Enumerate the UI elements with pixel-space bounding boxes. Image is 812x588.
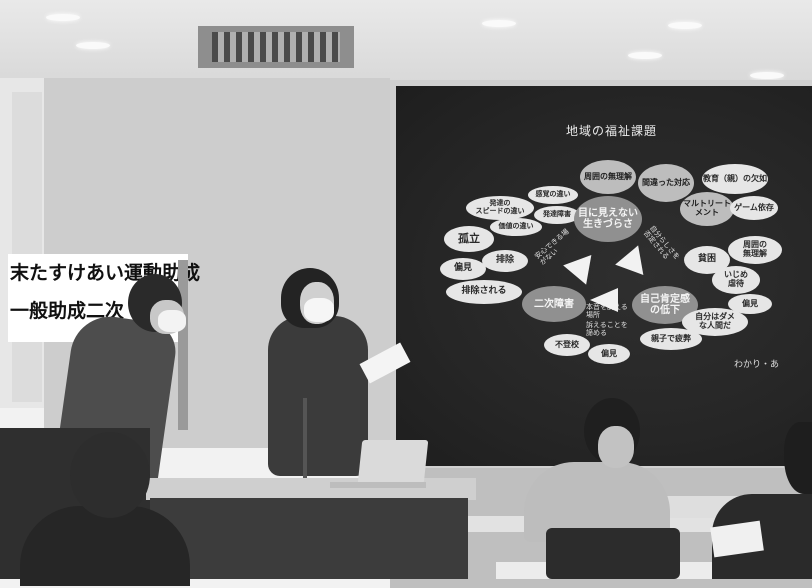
ceiling-light xyxy=(750,72,784,79)
slide-credit: わかり・あ xyxy=(734,360,780,370)
face-mask xyxy=(304,298,334,322)
bubble-school-refusal: 不登校 xyxy=(544,334,590,356)
bubble-isolation: 孤立 xyxy=(444,226,494,252)
label-give-up-voicing: 訴えることを 諦める xyxy=(586,321,628,337)
ceiling-light xyxy=(628,52,662,59)
bubble-prejudice: 偏見 xyxy=(440,258,486,280)
chair xyxy=(546,528,680,579)
bubble-parent-child-exhaustion: 親子で疲弊 xyxy=(640,328,702,350)
ceiling-light xyxy=(76,42,110,49)
bubble-invisible-hardship: 目に見えない 生きづらさ xyxy=(574,196,642,242)
bubble-prejudice-2: 偏見 xyxy=(728,294,772,314)
bubble-exclusion: 排除 xyxy=(482,250,528,272)
face-mask xyxy=(158,310,186,332)
banner-line-2: 一般助成二次 xyxy=(10,300,125,322)
ceiling-light xyxy=(482,20,516,27)
bubble-game-dependence: ゲーム依存 xyxy=(730,196,778,220)
ceiling xyxy=(0,0,812,80)
bubble-wrong-response: 間違った対応 xyxy=(638,164,694,202)
bubble-surrounding-misunderstanding: 周囲の無理解 xyxy=(580,160,636,194)
banner-stand xyxy=(178,260,188,430)
slide-title: 地域の福祉課題 xyxy=(566,124,658,138)
bubble-sensory-difference: 感覚の違い xyxy=(528,186,578,204)
bubble-value-difference: 価値の違い xyxy=(490,218,542,236)
bubble-developmental-disorder: 発達障害 xyxy=(534,206,580,224)
presenter-woman-body xyxy=(268,316,368,476)
audience-member-1-body xyxy=(20,506,190,586)
audience-member-2-face xyxy=(598,426,634,468)
ceiling-light xyxy=(668,22,702,29)
bubble-lack-of-education: 教育（親）の欠如 xyxy=(702,164,768,194)
pillar xyxy=(12,92,42,402)
microphone-stand xyxy=(303,398,307,482)
air-vent xyxy=(198,26,354,68)
bubble-prejudice-3: 偏見 xyxy=(588,344,630,364)
laptop-screen xyxy=(357,440,429,484)
bubble-bullying-abuse: いじめ 虐待 xyxy=(712,266,760,294)
presenter-desk-top xyxy=(146,478,476,500)
laptop-base xyxy=(330,482,426,488)
bubble-surrounding-misunderstanding-2: 周囲の 無理解 xyxy=(728,236,782,264)
arrow-left-icon xyxy=(590,288,618,312)
presenter-desk-front xyxy=(150,498,468,579)
audience-member-3-head xyxy=(784,422,812,494)
bubble-development-speed: 発達の スピードの違い xyxy=(466,196,534,220)
ceiling-light xyxy=(46,14,80,21)
bubble-secondary-disorder: 二次障害 xyxy=(522,286,586,322)
audience-member-1-head xyxy=(70,432,150,518)
bubble-being-excluded: 排除される xyxy=(446,280,522,304)
bubble-maltreatment: マルトリートメント xyxy=(680,192,734,226)
